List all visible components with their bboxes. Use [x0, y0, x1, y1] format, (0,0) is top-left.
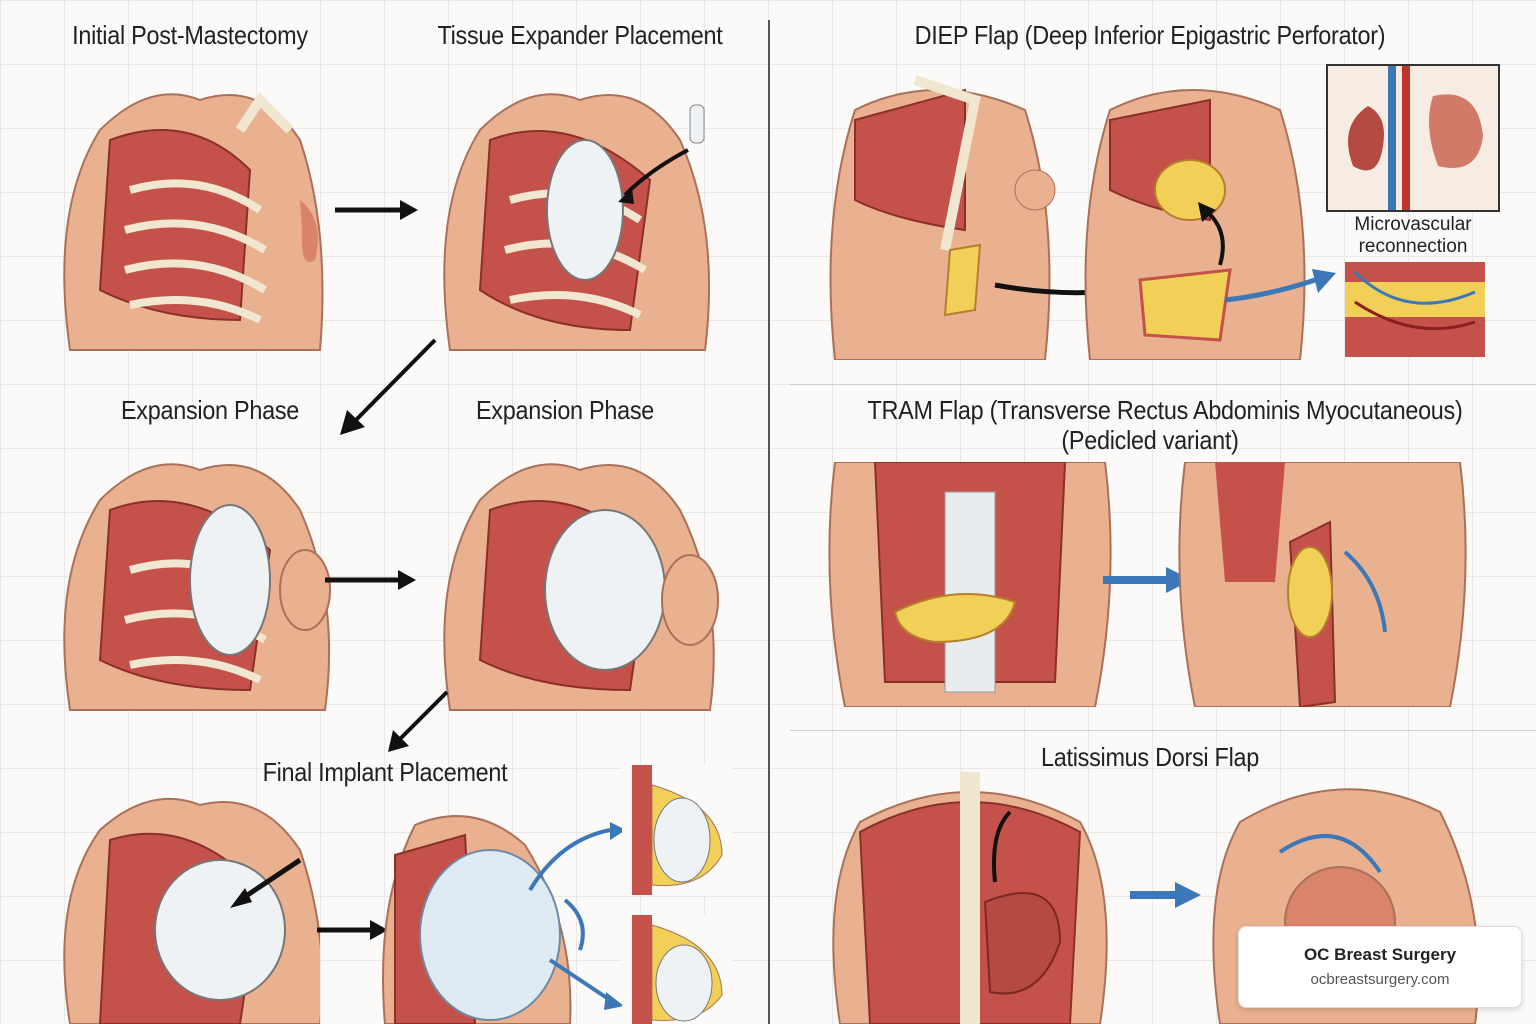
label-tram-pedicled: (Pedicled variant): [1061, 425, 1239, 455]
label-microvascular: Microvascular: [1354, 214, 1472, 235]
figure-diep-donor: [829, 75, 1056, 360]
figure-latissimus-back: [832, 772, 1108, 1024]
label-expansion-phase-1: Expansion Phase: [120, 395, 300, 425]
label-tram-flap: TRAM Flap (Transverse Rectus Abdominis M…: [867, 395, 1463, 425]
section-divider: [768, 20, 770, 1024]
figure-expansion-phase-2: [443, 463, 719, 711]
figure-diep-recipient: [1084, 89, 1306, 360]
label-final-implant-placement: Final Implant Placement: [262, 757, 508, 787]
kidney-vessels-illustration: [1328, 66, 1498, 210]
label-initial-post-mastectomy: Initial Post-Mastectomy: [72, 20, 308, 50]
brand-card[interactable]: OC Breast Surgery ocbreastsurgery.com: [1238, 926, 1522, 1008]
arrow-right-1: [335, 200, 418, 220]
arrow-blue-lat: [1130, 882, 1201, 908]
figure-initial-post-mastectomy: [63, 92, 324, 351]
inset-implant-prepectoral: [622, 915, 732, 1024]
figure-final-implant: [63, 797, 320, 1024]
brand-url[interactable]: ocbreastsurgery.com: [1310, 971, 1450, 988]
label-diep-flap: DIEP Flap (Deep Inferior Epigastric Perf…: [914, 20, 1386, 50]
label-tissue-expander-placement: Tissue Expander Placement: [437, 20, 723, 50]
inset-implant-subpectoral: [622, 765, 732, 895]
figure-tram-recipient: [1178, 462, 1467, 707]
row-divider-2: [790, 730, 1536, 731]
figure-expansion-phase-1: [63, 463, 331, 711]
brand-name: OC Breast Surgery: [1303, 945, 1457, 964]
figure-tram-donor: [828, 462, 1112, 707]
figure-final-implant-detail: [382, 815, 572, 1024]
arrow-blue-diep: [1224, 269, 1336, 303]
microvascular-tissue-inset: [1345, 262, 1485, 357]
arrow-diagonal-1: [340, 338, 437, 435]
label-expansion-phase-2: Expansion Phase: [475, 395, 655, 425]
figure-tissue-expander-placement: [443, 93, 711, 351]
inset-kidney-vessels: [1326, 64, 1500, 212]
row-divider-1: [790, 384, 1536, 385]
arrow-right-2: [325, 570, 416, 590]
label-latissimus-dorsi-flap: Latissimus Dorsi Flap: [1041, 742, 1259, 772]
arrow-diagonal-2: [388, 690, 449, 752]
arrow-blue-curves: [528, 822, 626, 1010]
arrow-right-3: [317, 920, 388, 940]
label-reconnection: reconnection: [1358, 236, 1468, 257]
